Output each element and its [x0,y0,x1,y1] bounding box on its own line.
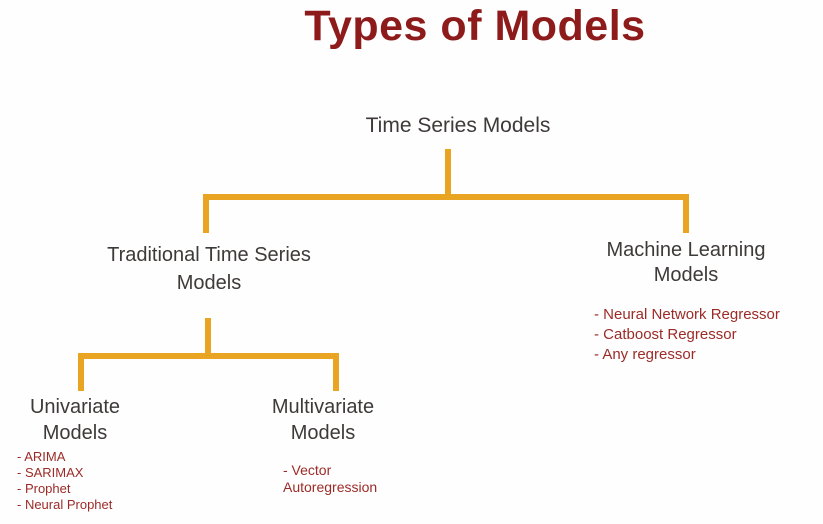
connector-drop-to-univariate [78,353,84,391]
node-univariate-models: Univariate Models [29,396,121,444]
univariate-model-list: - ARIMA - SARIMAX - Prophet - Neural Pro… [17,449,112,513]
node-time-series-models: Time Series Models [365,114,551,137]
diagram-title: Types of Models [304,2,646,50]
multivariate-model-item: - Vector Autoregression [283,462,378,495]
machine-learning-model-list: - Neural Network Regressor - Catboost Re… [594,305,780,365]
ml-model-item: - Neural Network Regressor [594,306,780,323]
univariate-model-item: - Prophet [17,481,71,496]
node-traditional-models: Traditional Time Series Models [107,244,311,294]
ml-model-item: - Any regressor [594,346,696,363]
univariate-model-item: - Neural Prophet [17,497,113,512]
node-multivariate-models: Multivariate Models [271,396,375,444]
connector-root-horizontal-bar [203,194,689,200]
connector-drop-to-multivariate [333,353,339,391]
ml-model-item: - Catboost Regressor [594,326,737,343]
connector-root-stem [445,149,451,200]
univariate-model-item: - SARIMAX [17,465,84,480]
multivariate-model-list: - Vector Autoregression [283,462,395,496]
univariate-model-item: - ARIMA [17,449,66,464]
connector-traditional-stem [205,318,211,359]
connector-traditional-horizontal-bar [78,353,339,359]
node-machine-learning-models: Machine Learning Models [606,239,766,286]
connector-drop-to-machine-learning [683,194,689,233]
connector-drop-to-traditional [203,194,209,233]
